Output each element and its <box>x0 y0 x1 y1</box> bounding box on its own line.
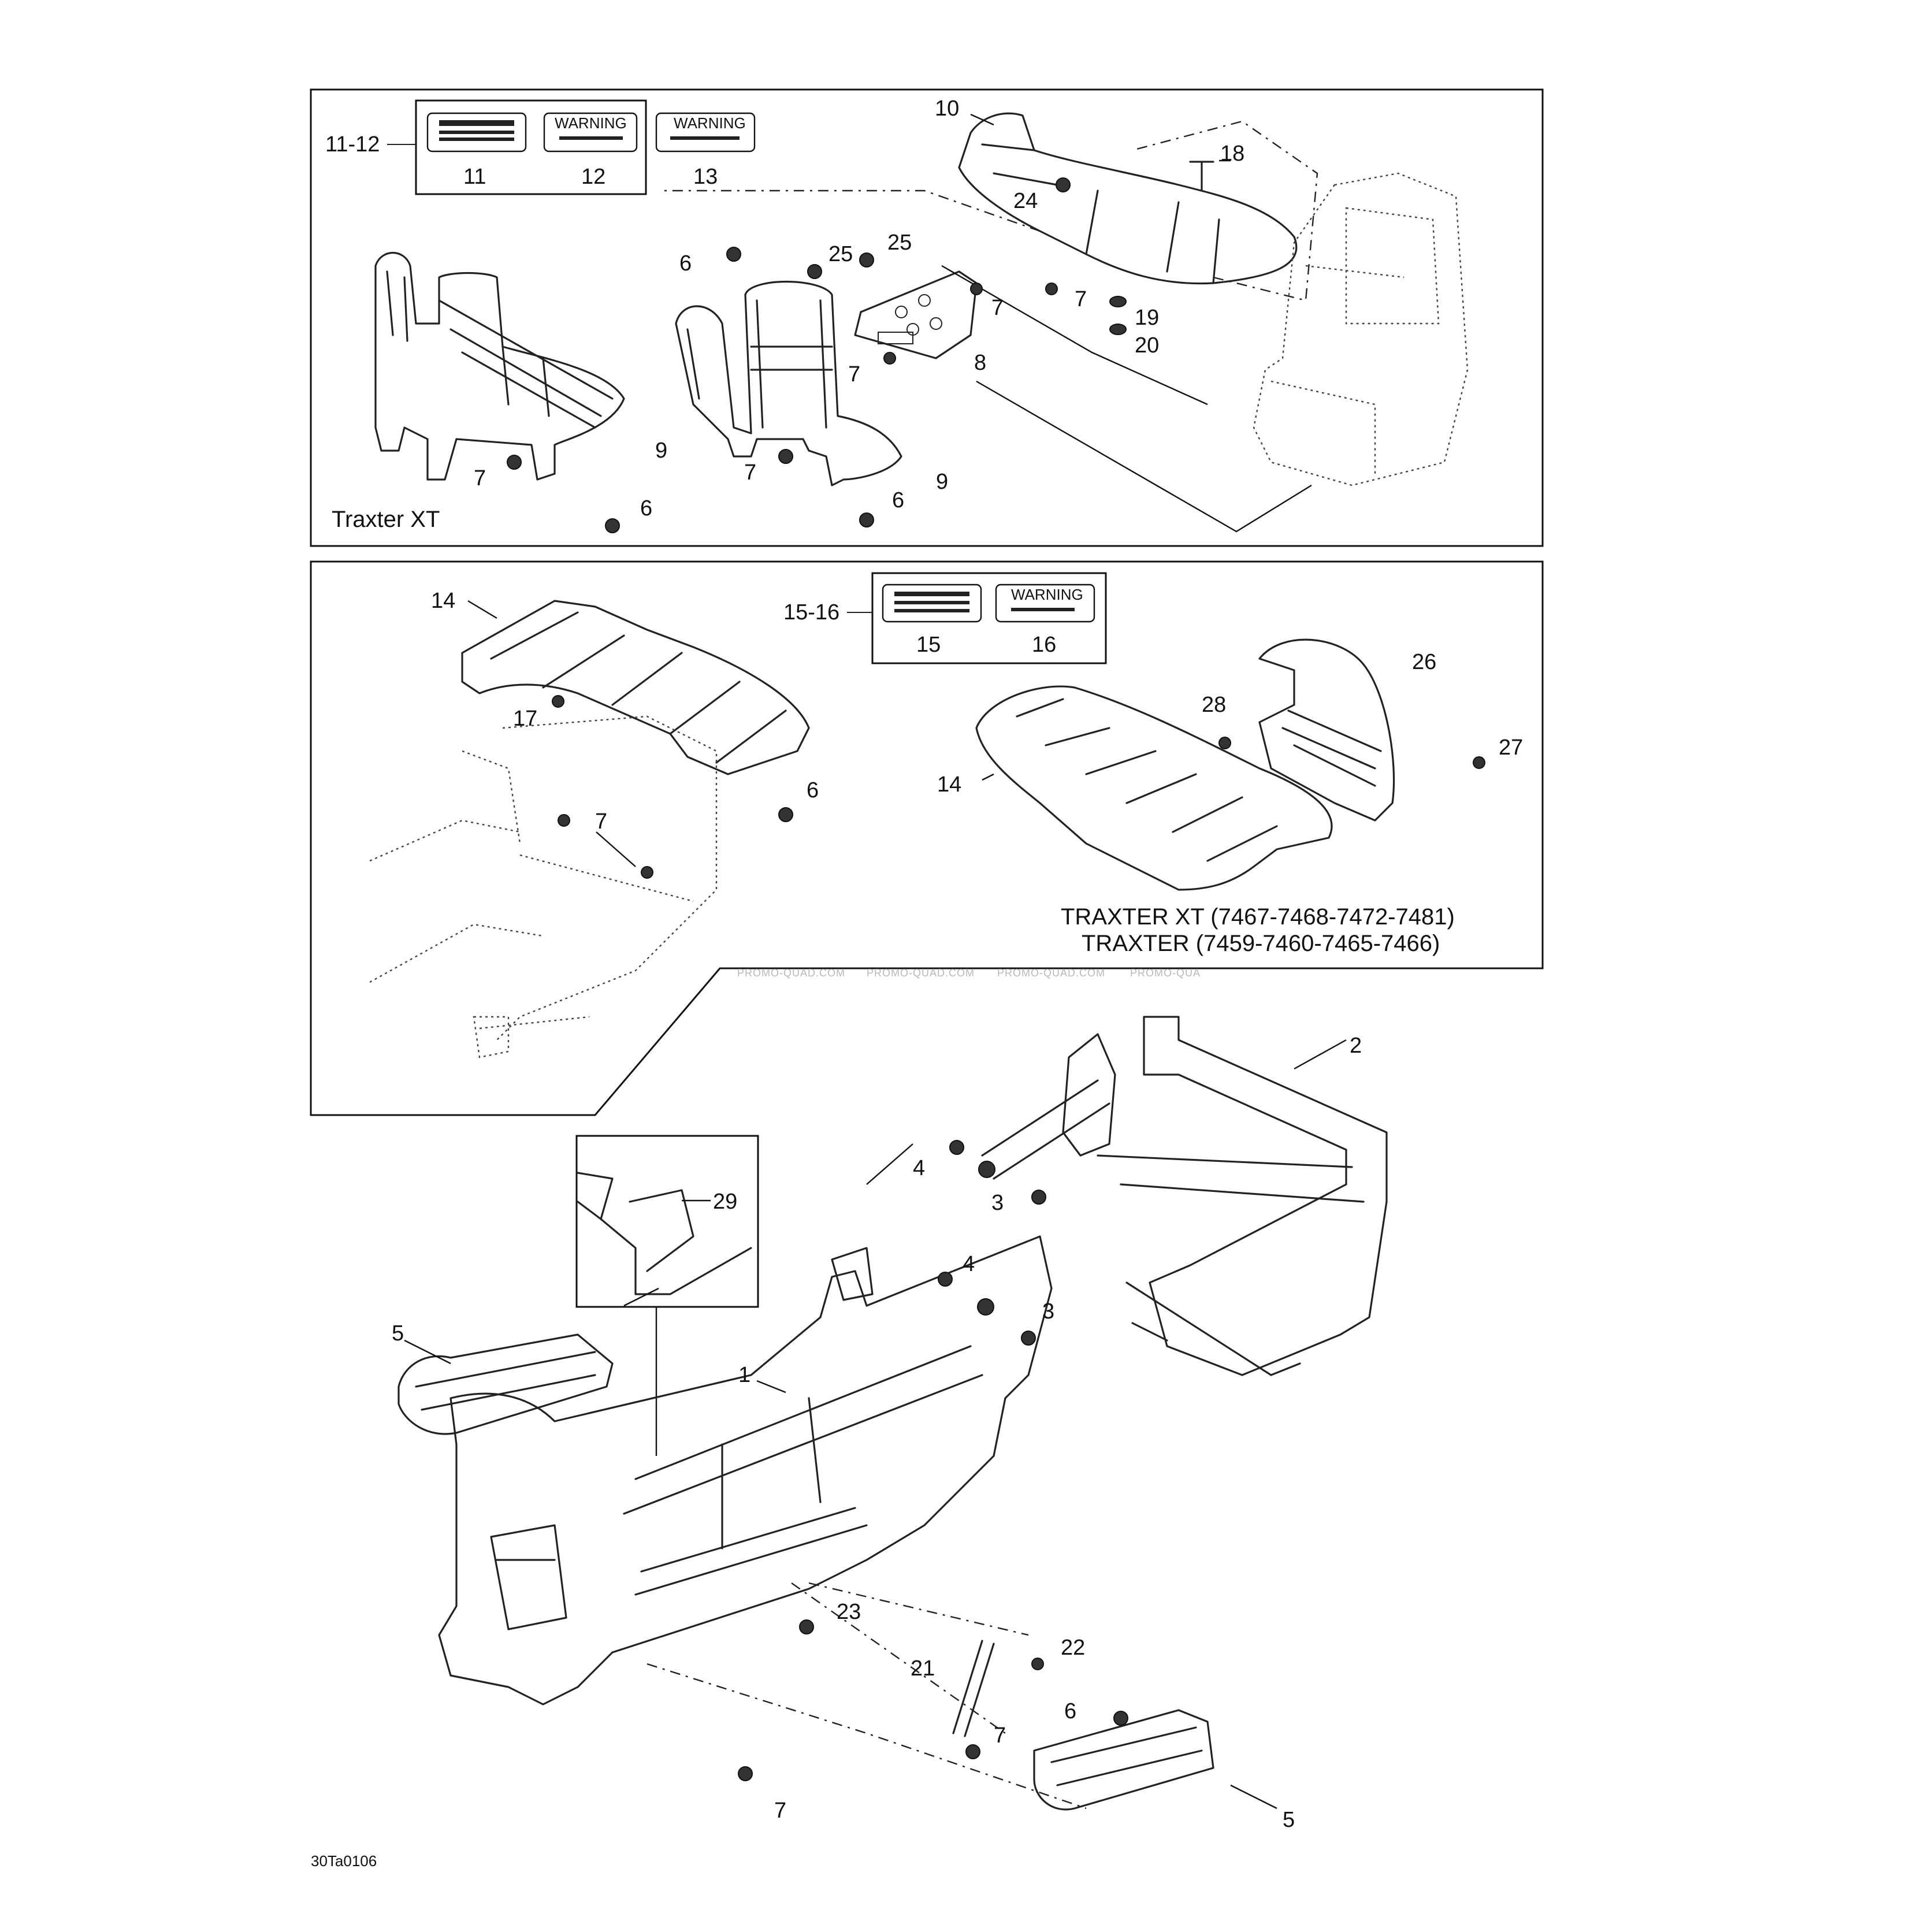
front-bumper <box>675 280 902 486</box>
detail-29: 29 <box>575 1135 759 1456</box>
watermark-1: PROMO-QUAD.COM <box>737 967 845 979</box>
callout-8: 8 <box>974 351 986 375</box>
watermark-2: PROMO-QUAD.COM <box>867 967 975 979</box>
panel-caption-line1: TRAXTER XT (7467-7468-7472-7481) <box>1061 904 1455 930</box>
panel-caption-traxter-xt: Traxter XT <box>332 507 440 532</box>
callout-12: 12 <box>581 165 605 189</box>
callout-9-b: 9 <box>936 470 948 494</box>
frame-rear-dashed <box>369 715 718 1058</box>
main-frame <box>397 1016 1388 1811</box>
callout-16: 16 <box>1032 633 1056 657</box>
callout-11: 11 <box>463 165 486 189</box>
callout-7-e: 7 <box>744 460 756 485</box>
panel-caption-line2: TRAXTER (7459-7460-7465-7466) <box>1082 931 1440 956</box>
panel-frame-middle <box>310 560 1544 1116</box>
panel-traxter-models: WARNING 15-16 15 16 <box>310 560 1544 1116</box>
callout-6-c: 6 <box>892 488 904 512</box>
callout-26: 26 <box>1412 650 1436 674</box>
watermark-4: PROMO-QUA <box>1130 967 1201 979</box>
decal-13: WARNING 13 <box>655 112 756 189</box>
callout-28: 28 <box>1202 693 1226 717</box>
callouts-bottom: 2 4 3 4 3 5 1 23 22 21 7 6 7 5 <box>392 1034 1362 1832</box>
callout-5-b: 5 <box>1283 1808 1295 1832</box>
callout-21: 21 <box>911 1656 935 1681</box>
callout-7-f: 7 <box>595 809 607 834</box>
panel-traxter-xt: WARNING 11-12 11 12 WARNING 13 <box>310 88 1544 547</box>
callout-24: 24 <box>1013 189 1038 213</box>
callout-9-a: 9 <box>655 439 667 463</box>
rear-rack-left <box>461 600 810 775</box>
callouts-top: 10 18 24 7 19 20 6 25 25 7 8 7 9 7 9 6 7… <box>474 96 1244 521</box>
decal-13-heading: WARNING <box>674 114 746 132</box>
callout-3-a: 3 <box>991 1191 1004 1215</box>
callout-25-b: 25 <box>887 231 912 255</box>
rear-rack-xt <box>664 112 1318 302</box>
callout-7-g: 7 <box>994 1723 1006 1748</box>
callout-27: 27 <box>1499 735 1523 760</box>
callout-15-16: 15-16 <box>783 600 839 625</box>
callout-7-c: 7 <box>848 362 860 387</box>
callout-20: 20 <box>1135 333 1159 358</box>
callout-15: 15 <box>916 633 941 657</box>
callout-25-a: 25 <box>828 242 853 266</box>
callout-6-a: 6 <box>679 251 692 276</box>
callout-5-a: 5 <box>392 1321 404 1346</box>
decal-group-15-16: WARNING 15-16 15 16 <box>783 572 1107 664</box>
callout-18: 18 <box>1220 142 1244 166</box>
callout-22: 22 <box>1061 1636 1085 1660</box>
callout-6-e: 6 <box>1064 1699 1076 1723</box>
watermark-3: PROMO-QUAD.COM <box>997 967 1105 979</box>
watermarks: PROMO-QUAD.COM PROMO-QUAD.COM PROMO-QUAD… <box>737 967 1201 979</box>
callout-3-b: 3 <box>1042 1299 1054 1324</box>
callout-4-b: 4 <box>963 1252 975 1276</box>
panel-frame-top <box>310 88 1544 547</box>
callouts-middle: 14 17 6 7 14 28 26 27 <box>431 589 1523 834</box>
callout-23: 23 <box>837 1600 861 1624</box>
callout-6-b: 6 <box>640 496 652 521</box>
decal-group-11-12: WARNING 11-12 11 12 <box>325 99 647 195</box>
hardware-top <box>507 161 1214 533</box>
callout-1: 1 <box>738 1363 750 1387</box>
callout-13: 13 <box>693 165 718 189</box>
decal-16-heading: WARNING <box>1011 586 1083 603</box>
callout-11-12: 11-12 <box>325 132 380 157</box>
callout-19: 19 <box>1135 306 1159 330</box>
callout-14-a: 14 <box>431 589 455 613</box>
callout-7-b: 7 <box>991 296 1004 320</box>
callout-6-d: 6 <box>807 778 819 802</box>
hardware-bottom <box>738 1140 1128 1781</box>
callout-2: 2 <box>1350 1034 1362 1058</box>
callout-4-a: 4 <box>913 1156 925 1180</box>
callout-7-d: 7 <box>474 466 486 491</box>
callout-17: 17 <box>513 707 537 731</box>
decal-12-heading: WARNING <box>555 114 627 132</box>
callout-14-b: 14 <box>937 772 961 797</box>
backrest <box>1258 638 1395 822</box>
mounting-plate <box>854 270 978 359</box>
frame-front-portion <box>1253 172 1469 486</box>
callout-10: 10 <box>935 96 959 121</box>
hardware-middle <box>552 695 1485 879</box>
rear-rack-right <box>975 685 1333 891</box>
callout-7-a: 7 <box>1075 287 1087 311</box>
callout-7-h: 7 <box>774 1799 786 1823</box>
callout-29: 29 <box>713 1190 737 1214</box>
front-bumper-xt <box>374 252 625 481</box>
figure-code: 30Ta0106 <box>311 1852 377 1870</box>
